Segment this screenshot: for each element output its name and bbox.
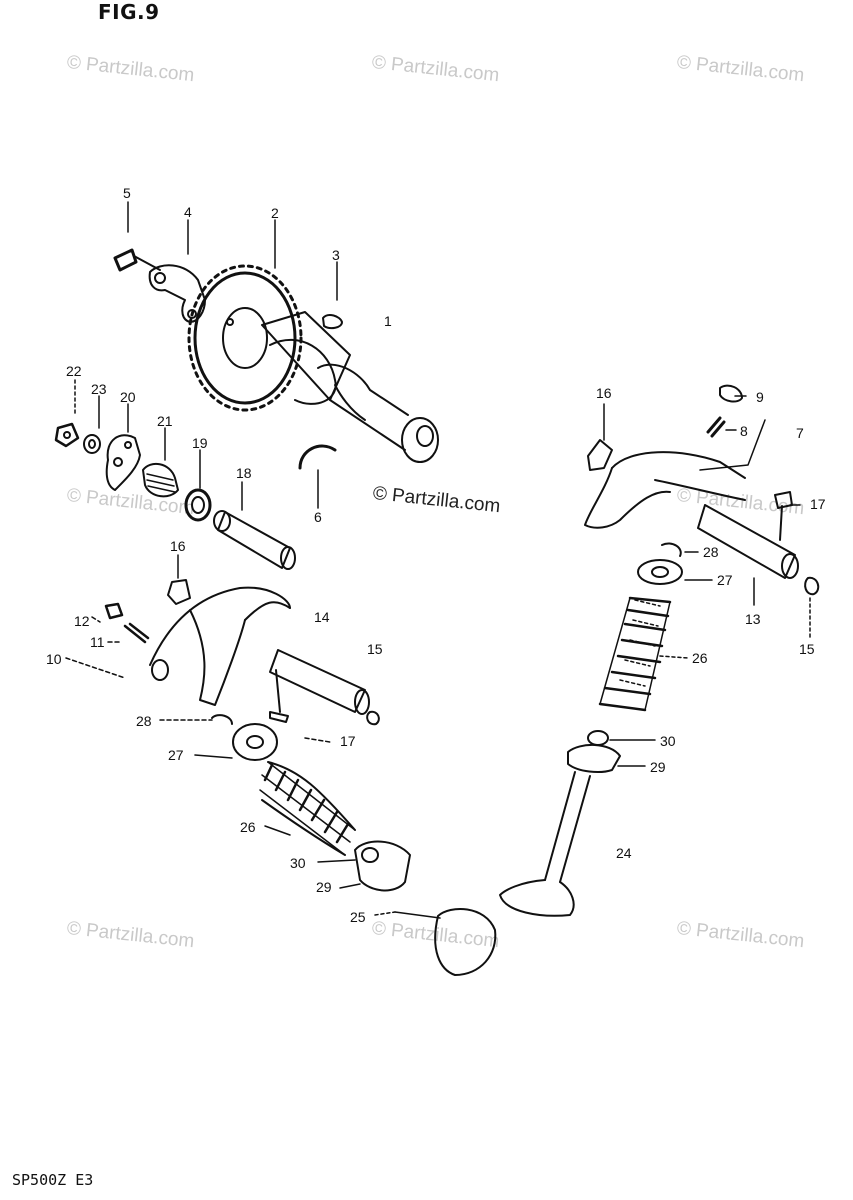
callout-30-left: 30 [290,855,306,871]
callout-26-right: 26 [692,650,708,666]
callout-27-right: 27 [717,572,733,588]
bolt-17-right [774,491,793,541]
callout-20: 20 [120,389,136,405]
nut-22 [54,422,80,448]
callout-25: 25 [350,909,366,925]
lock-washer [148,264,206,323]
rocker-arm-left [149,586,291,706]
callout-1: 1 [384,313,392,329]
callout-22: 22 [66,363,82,379]
callout-29-right: 29 [650,759,666,775]
callout-13: 13 [745,611,761,627]
retainer-27-right [637,559,683,585]
nut-12 [104,602,124,620]
sprocket-bolt [113,248,161,272]
valve-24 [499,771,591,917]
callout-28-right: 28 [703,544,719,560]
valve-spring-right [598,596,672,712]
callout-14: 14 [314,609,330,625]
callout-10: 10 [46,651,62,667]
callout-17-right: 17 [810,496,826,512]
callout-16-right: 16 [596,385,612,401]
spring-21 [142,462,179,498]
callout-11: 11 [90,634,105,650]
callout-28-left: 28 [136,713,152,729]
callout-30-right: 30 [660,733,676,749]
callout-15-left: 15 [367,641,383,657]
callout-21: 21 [157,413,173,429]
callout-9: 9 [756,389,764,405]
retainer-27-left [232,723,278,761]
callout-26-left: 26 [240,819,256,835]
callout-19: 19 [192,435,208,451]
circlip [298,444,337,470]
nut-16-right [587,439,613,471]
callout-16-left: 16 [170,538,186,554]
figure-title: FIG.9 [98,0,160,24]
callout-2: 2 [271,205,279,221]
callout-8: 8 [740,423,748,439]
rocker-arm-right [584,451,746,529]
callout-29-left: 29 [316,879,332,895]
bearing-19 [184,488,212,522]
callout-18: 18 [236,465,252,481]
callout-5: 5 [123,185,131,201]
nut-9 [719,384,743,403]
figure-code: SP500Z E3 [12,1171,94,1189]
cotter-28 [211,714,233,725]
bolt-17-left [269,669,289,723]
callout-labels: 1 2 3 4 5 6 7 8 9 10 11 12 13 14 15 15 1… [46,185,826,925]
callout-17-left: 17 [340,733,356,749]
callout-24: 24 [616,845,632,861]
cotter-28-right [661,542,682,557]
valve-25 [394,908,497,976]
rocker-shaft-right [697,504,799,579]
callout-23: 23 [91,381,107,397]
cam-pin [322,314,343,330]
callout-15-right: 15 [799,641,815,657]
cam-sprocket [187,264,303,412]
o-ring-15 [366,710,380,726]
adjuster-11 [123,622,150,644]
camshaft [261,311,439,463]
decomp-shaft [213,510,296,570]
washer-23 [83,434,101,454]
callout-27-left: 27 [168,747,184,763]
o-ring-15-right [804,576,820,596]
adjuster-8 [706,416,726,438]
callout-4: 4 [184,204,192,220]
seat-29-left [354,840,411,892]
leader-lines [65,201,811,916]
nut-16 [167,579,191,605]
valve-spring-inner-right [619,599,661,687]
seat-29-right [567,744,621,773]
callout-7: 7 [796,425,804,441]
cotter-30-right [587,730,609,746]
valve-spring-left [259,761,356,856]
callout-3: 3 [332,247,340,263]
callout-12: 12 [74,613,90,629]
rocker-shaft-left [269,649,370,715]
callout-6: 6 [314,509,322,525]
lever-20 [105,434,141,491]
